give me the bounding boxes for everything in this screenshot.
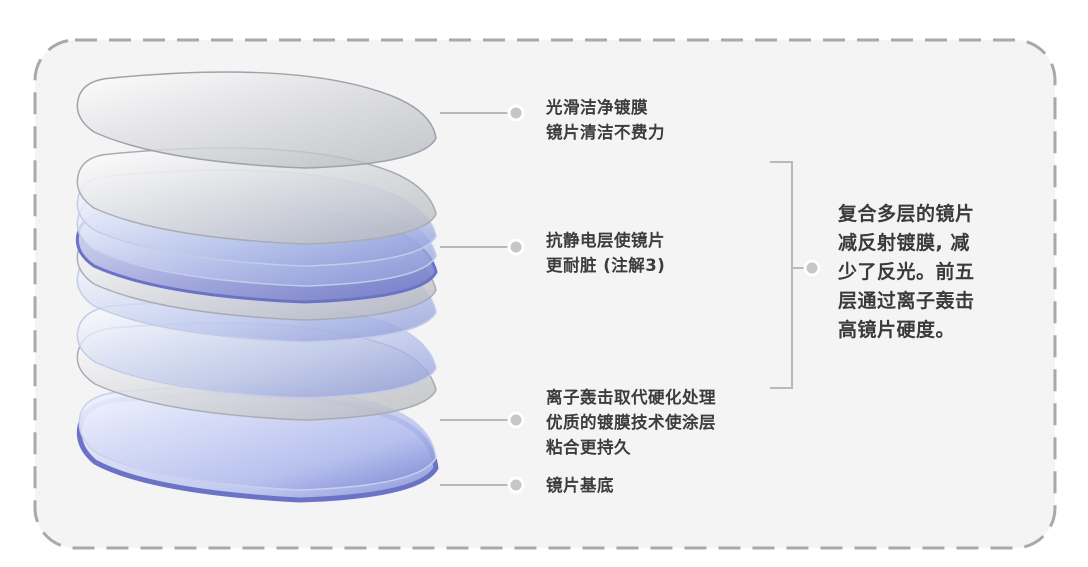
lens-layer-stack [75, 71, 439, 503]
dot-ion-bombard [507, 411, 525, 429]
dot-antistatic [507, 238, 525, 256]
label-top-coating: 光滑洁净镀膜 镜片清洁不费力 [546, 98, 665, 142]
bracket [770, 161, 793, 389]
connectors [440, 104, 821, 494]
dot-summary [803, 259, 821, 277]
lens-layer-top-coating [76, 71, 437, 169]
label-antistatic: 抗静电层使镜片 更耐脏 (注解3) [546, 231, 666, 275]
dot-base [507, 476, 525, 494]
summary-text: 复合多层的镜片 减反射镀膜, 减 少了反光。前五 层通过离子轰击 高镜片硬度。 [838, 203, 975, 341]
label-ion-bombard: 离子轰击取代硬化处理 优质的镀膜技术使涂层 粘合更持久 [546, 388, 716, 457]
dot-top-coating [507, 104, 525, 122]
label-base: 镜片基底 [546, 476, 614, 495]
